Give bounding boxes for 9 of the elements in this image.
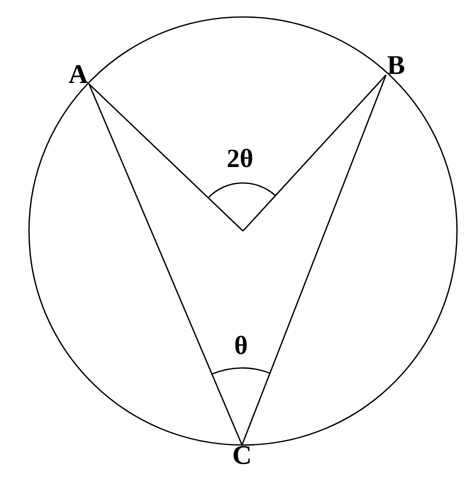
point-label: A [68, 65, 88, 83]
line-segment [88, 84, 243, 446]
point-label: B [387, 56, 404, 74]
angle-label: 2θ [228, 148, 252, 168]
angle-label: θ [235, 336, 247, 354]
line-segment [88, 84, 244, 232]
line-segment [242, 74, 386, 232]
point-label: C [234, 446, 250, 464]
line-segment [241, 74, 387, 446]
